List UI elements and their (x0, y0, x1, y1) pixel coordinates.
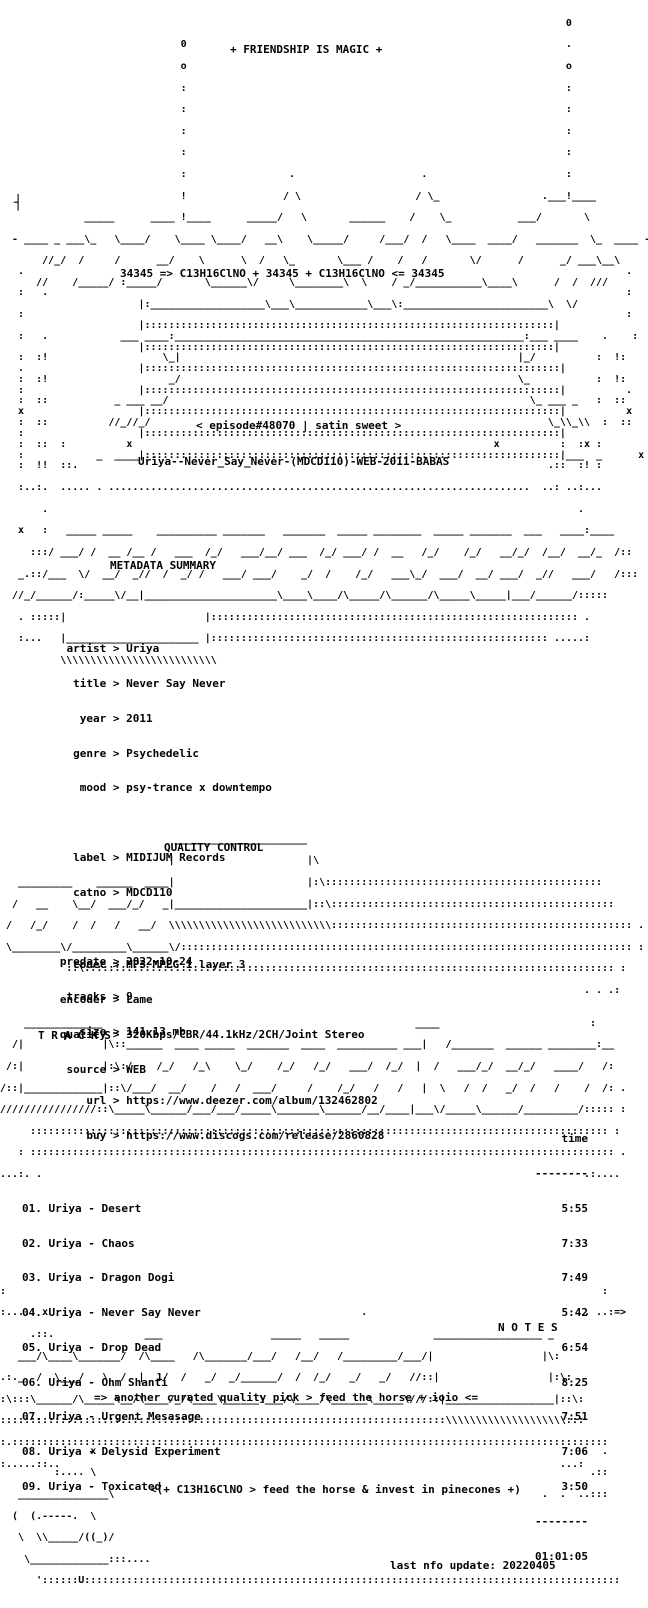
formula-line: 34345 => C13H16ClNO + 34345 + C13H16ClNO… (120, 267, 445, 280)
meta-title: title > Never Say Never (73, 676, 226, 690)
meta-url[interactable]: url > https://www.deezer.com/album/13246… (86, 1094, 378, 1108)
corner-glyph: ┤ (14, 195, 23, 211)
header-title: + FRIENDSHIP IS MAGIC + (230, 43, 383, 56)
notes-text: => another curated quality pick > feed t… (94, 1391, 479, 1404)
episode-line: < episode#48070 | satin sweet > (196, 419, 402, 432)
meta-mood: mood > psy-trance x downtempo (79, 781, 272, 795)
meta-predate: predate > 2022-10-24 (59, 955, 193, 969)
header-ascii-art: 0 0 . o o (0, 17, 648, 461)
footer-formula: <(+ C13H16ClNO > feed the horse & invest… (150, 1483, 521, 1496)
quality-codec: codec > MP3 MPEG 1 layer 3 (73, 958, 246, 972)
last-update: last nfo update: 20220405 (390, 1559, 556, 1572)
meta-tracks: tracks > 9 (66, 990, 133, 1003)
metadata-fields: artist > Uriya title > Never Say Never y… (40, 620, 385, 1165)
total-rule: -------- (535, 1514, 588, 1528)
meta-label: label > MIDIJUM Records (73, 850, 226, 864)
tracks-section-title: T R A C K S (38, 1029, 111, 1042)
meta-genre: genre > Psychedelic (73, 746, 199, 760)
release-name: Uriya--Never_Say_Never-(MDCD110)-WEB-201… (138, 455, 450, 468)
tracks-banner-art: _____________ ____ : /| |\::______ ____ … (0, 1017, 627, 1180)
metadata-section-title: METADATA SUMMARY (110, 559, 216, 572)
meta-catno: catno > MDCD110 (73, 885, 173, 899)
meta-artist: artist > Uriya (66, 642, 160, 656)
quality-source: source > WEB (66, 1062, 147, 1076)
meta-year: year > 2011 (79, 711, 153, 725)
notes-section-title: N O T E S (498, 1321, 558, 1334)
notes-banner-art: : : :....: x . . (0, 1285, 627, 1470)
meta-buy[interactable]: buy > https://www.discogs.com/release/28… (86, 1129, 385, 1143)
quality-banner-art: ______________________ | |\ _________ __… (0, 833, 645, 996)
quality-section-title: QUALITY CONTROL (164, 841, 264, 854)
quality-encoder: encoder > Lame (59, 992, 153, 1006)
total-time: 01:01:05 (535, 1549, 588, 1563)
footer-ascii-art: : x . :.... \ .:: __ (0, 1445, 621, 1587)
time-rule: -------- (535, 1166, 588, 1180)
meta-size: size > 141.13 mb (79, 1024, 186, 1038)
quality-quality: quality > 320Kbps/CBR/44.1kHz/2CH/Joint … (59, 1027, 365, 1041)
time-header: time (561, 1132, 589, 1146)
quality-fields: codec > MP3 MPEG 1 layer 3 encoder > Lam… (40, 936, 365, 1098)
header-ascii-art-lower: . . : . (0, 265, 639, 493)
metadata-banner-art: . . x : _____ _____ __________ _______ _… (0, 503, 648, 666)
